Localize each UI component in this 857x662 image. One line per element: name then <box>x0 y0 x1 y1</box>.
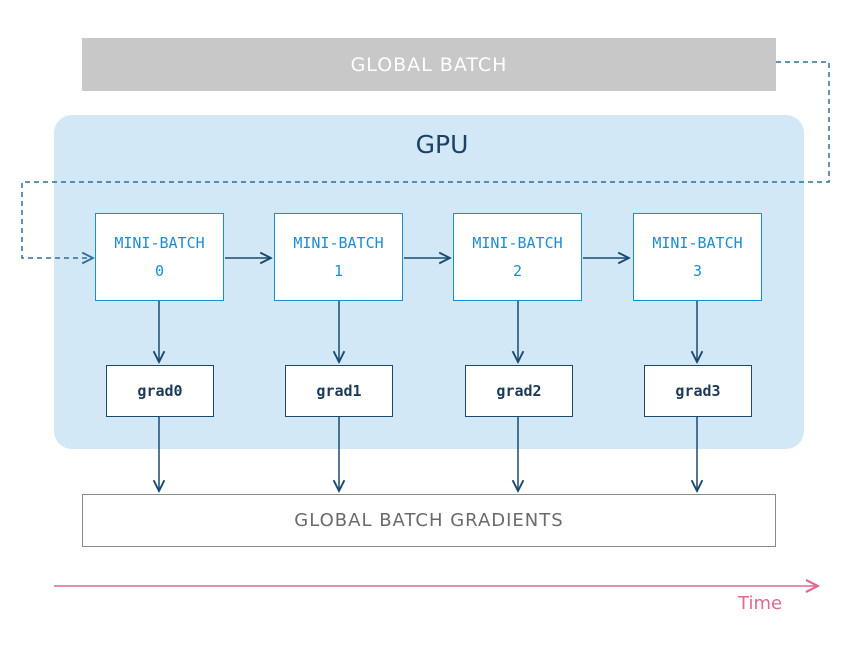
mini-batch-box-2: MINI-BATCH 2 <box>453 213 582 301</box>
mini-batch-box-0: MINI-BATCH 0 <box>95 213 224 301</box>
global-batch-box: GLOBAL BATCH <box>82 38 776 91</box>
grad-box-1: grad1 <box>285 365 393 417</box>
mini-batch-label: MINI-BATCH <box>293 234 384 252</box>
grad-box-0: grad0 <box>106 365 214 417</box>
mini-batch-label: MINI-BATCH <box>114 234 205 252</box>
global-batch-gradients-box: GLOBAL BATCH GRADIENTS <box>82 494 776 547</box>
mini-batch-index: 3 <box>692 262 703 280</box>
grad-box-2: grad2 <box>465 365 573 417</box>
mini-batch-index: 2 <box>512 262 523 280</box>
global-batch-gradients-label: GLOBAL BATCH GRADIENTS <box>294 510 564 531</box>
mini-batch-box-3: MINI-BATCH 3 <box>633 213 762 301</box>
mini-batch-index: 1 <box>333 262 344 280</box>
mini-batch-label: MINI-BATCH <box>472 234 563 252</box>
gpu-label: GPU <box>415 130 469 159</box>
mini-batch-label: MINI-BATCH <box>652 234 743 252</box>
time-label: Time <box>738 593 783 614</box>
grad-box-3: grad3 <box>644 365 752 417</box>
global-batch-label: GLOBAL BATCH <box>350 53 508 76</box>
grad-label: grad3 <box>675 382 721 400</box>
mini-batch-box-1: MINI-BATCH 1 <box>274 213 403 301</box>
dashed-flow-connector <box>21 61 830 258</box>
grad-label: grad0 <box>137 382 183 400</box>
mini-batch-index: 0 <box>154 262 165 280</box>
grad-label: grad1 <box>316 382 362 400</box>
grad-label: grad2 <box>496 382 542 400</box>
